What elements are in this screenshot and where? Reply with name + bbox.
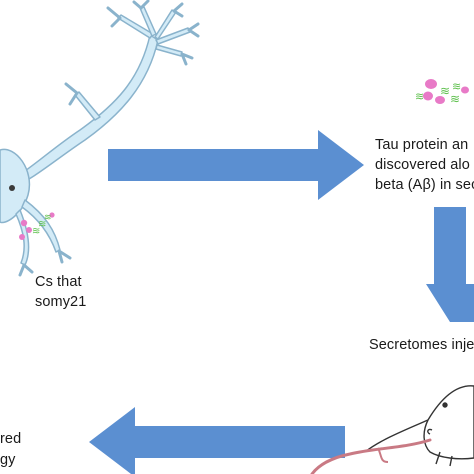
outcome-label-line2: gy xyxy=(0,452,16,468)
svg-text:≋: ≋ xyxy=(38,219,46,230)
svg-text:≋: ≋ xyxy=(415,90,424,103)
outcome-label-line1: red xyxy=(0,431,22,447)
tau-label-line2: discovered alo xyxy=(375,157,470,173)
tau-label-line3: beta (Aβ) in sec xyxy=(375,177,474,193)
tau-label-line1: Tau protein an xyxy=(375,137,469,153)
left-arrow xyxy=(89,407,345,474)
svg-text:≋: ≋ xyxy=(32,226,40,237)
mouse-illustration xyxy=(364,385,474,467)
svg-text:≋: ≋ xyxy=(450,92,460,106)
ipsc-label-line1: Cs that xyxy=(35,274,82,290)
secretome-protein-markers: ≋ ≋ ≋ ≋ xyxy=(415,79,469,106)
neuron-protein-markers: ≋ ≋ ≋ xyxy=(19,212,55,240)
svg-text:≋: ≋ xyxy=(440,84,450,98)
mouse-tail xyxy=(310,438,432,474)
ipsc-label-line2: somy21 xyxy=(35,294,87,310)
right-arrow xyxy=(108,130,364,200)
svg-text:≋: ≋ xyxy=(44,213,52,223)
svg-text:≋: ≋ xyxy=(452,80,461,93)
mouse-hind-leg xyxy=(377,447,389,463)
down-arrow xyxy=(426,207,474,322)
neuron-illustration xyxy=(0,0,200,277)
secretomes-label: Secretomes inje xyxy=(369,337,474,353)
